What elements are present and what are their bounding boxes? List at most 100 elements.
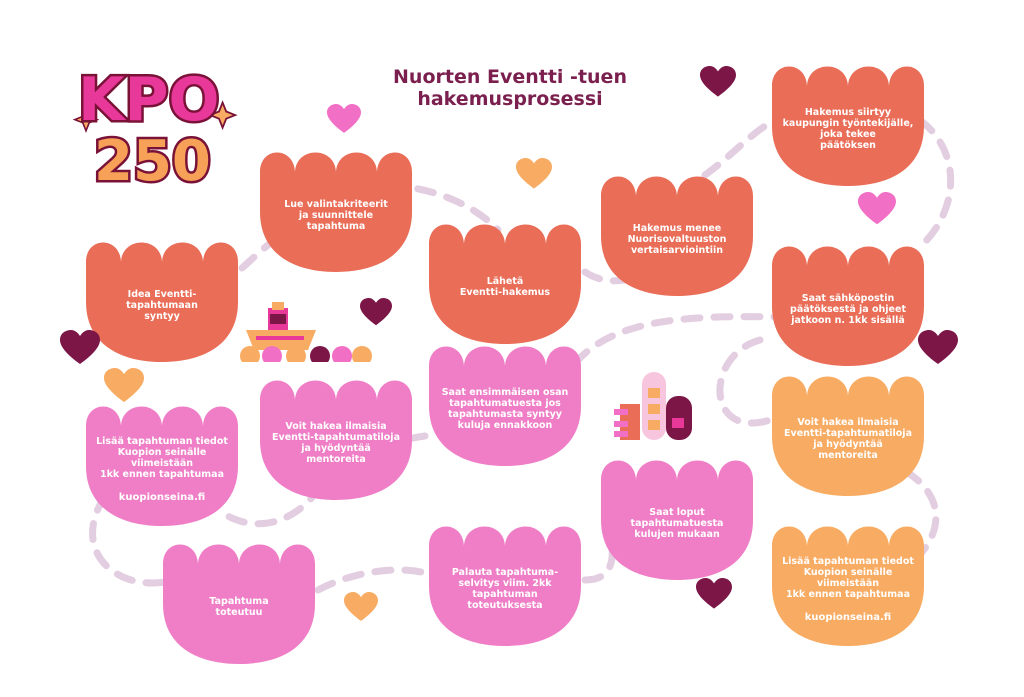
step-text-line: toteutuu — [215, 607, 263, 618]
step-text-line: Idea Eventti- — [127, 288, 197, 300]
step-text-line: jatkoon n. 1kk sisällä — [791, 314, 905, 326]
step-text-line: tapahtumatuesta — [630, 517, 724, 529]
step-text-line: Voit hakea ilmaisia — [285, 421, 387, 432]
step-text-line: Eventti-tapahtumatiloja — [784, 428, 912, 439]
step-text-line: mentoreita — [306, 454, 366, 465]
step-blob-shape — [601, 460, 753, 580]
heart-icon — [60, 330, 100, 364]
step-text-line: Voit hakea ilmaisia — [797, 417, 899, 428]
heart-icon — [360, 298, 392, 326]
heart-icon — [700, 66, 736, 97]
step-text-line: Saat ensimmäisen osan — [441, 387, 569, 398]
step-link[interactable]: kuopionseina.fi — [118, 491, 206, 503]
step-blob-shape — [429, 346, 581, 466]
page-title: Nuorten Eventti -tuen hakemusprosessi — [340, 66, 680, 110]
step-link[interactable]: kuopionseina.fi — [804, 611, 892, 623]
step-text-line: kuluja ennakkoon — [457, 420, 553, 431]
heart-icon — [104, 368, 144, 402]
kpo-250-logo: KPO 250 — [72, 63, 238, 192]
step-text-line: tapahtumaan — [126, 299, 198, 311]
step-text-line: Saat sähköpostin — [801, 292, 895, 304]
step-blob-shape — [86, 242, 238, 362]
step-blob-shape — [772, 376, 924, 496]
step-text-line: Eventti-hakemus — [459, 287, 551, 298]
heart-icon — [344, 592, 378, 621]
step-blob-shape — [260, 380, 412, 500]
step-text-line: ja hyödyntää — [301, 443, 371, 454]
boat-illustration — [240, 302, 372, 362]
heart-icon — [858, 192, 896, 225]
title-line-1: Nuorten Eventti -tuen — [393, 66, 627, 88]
logo-text: KPO — [78, 65, 219, 135]
step-text-line: Nuorisovaltuuston — [627, 233, 727, 245]
logo-number: 250 — [94, 129, 211, 192]
step-blob-shape — [772, 246, 924, 366]
step-blob-shape — [260, 152, 412, 272]
step-blob-shape — [163, 544, 315, 664]
heart-icon — [516, 158, 552, 189]
step-text-line: päätöksestä ja ohjeet — [790, 303, 906, 315]
step-text-line: selvitys viim. 2kk — [458, 578, 552, 589]
step-text-line: Tapahtuma — [209, 596, 269, 607]
step-text-line: ja hyödyntää — [813, 439, 883, 450]
step-text-line: vertaisarviointiin — [630, 244, 724, 256]
building-illustration — [614, 372, 692, 440]
heart-icon — [327, 104, 361, 133]
step-text-line: kulujen mukaan — [634, 528, 720, 540]
step-text-line: 1kk ennen tapahtumaa — [786, 588, 910, 600]
step-text-line: Saat loput — [649, 506, 705, 518]
step-text-line: toteutuksesta — [467, 600, 543, 611]
step-text-line: joka tekee — [820, 129, 876, 140]
heart-icon — [918, 330, 958, 364]
step-text-line: Kuopion seinälle viimeistään — [803, 566, 893, 589]
step-blob-shape — [429, 224, 581, 344]
step-text-line: syntyy — [144, 310, 180, 322]
step-text-line: tapahtuman — [472, 589, 538, 600]
step-text-line: tapahtumasta syntyy — [448, 409, 562, 420]
step-blob-shape — [429, 526, 581, 646]
step-text-line: ja suunnittele — [298, 209, 374, 221]
step-text-line: Lisää tapahtuman tiedot — [96, 435, 228, 447]
title-line-2: hakemusprosessi — [417, 88, 603, 110]
step-text-line: päätöksen — [820, 140, 876, 151]
step-text-line: 1kk ennen tapahtumaa — [100, 468, 224, 480]
step-text-line: Eventti-tapahtumatiloja — [272, 432, 400, 443]
step-text-line: Kuopion seinälle viimeistään — [117, 446, 207, 469]
step-text-line: Hakemus siirtyy — [804, 107, 892, 118]
step-text-line: Hakemus menee — [632, 222, 722, 234]
step-text-line: mentoreita — [818, 450, 878, 461]
step-blob-shape — [601, 176, 753, 296]
step-text-line: Lue valintakriteerit — [284, 198, 388, 210]
step-text-line: Palauta tapahtuma- — [451, 567, 559, 578]
step-blob-shape — [772, 526, 924, 646]
step-text-line: Lisää tapahtuman tiedot — [782, 555, 914, 567]
step-text-line: tapahtuma — [306, 220, 366, 232]
step-blob-shape — [772, 66, 924, 186]
step-text-line: tapahtumatuesta jos — [449, 398, 561, 409]
